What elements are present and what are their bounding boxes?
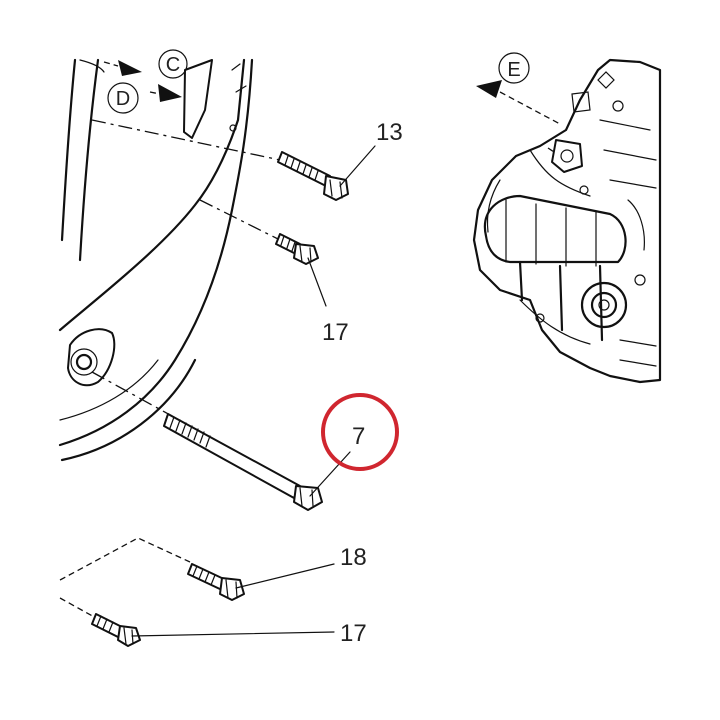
leader-line-17-lower [131,631,335,637]
bolt-17-upper [275,233,319,265]
axis-line-13 [91,119,281,161]
callout-label-18: 18 [340,544,367,571]
leader-line-13 [339,145,376,187]
bolt-13 [277,151,349,201]
reference-arrow-d: D [107,82,182,114]
ref-letter-e: E [507,59,520,81]
callout-label-7: 7 [352,423,365,450]
reference-arrow-c: C [103,49,188,79]
callout-label-17-upper: 17 [322,319,349,346]
leader-line-7 [309,451,351,497]
axis-line-17-upper [199,199,281,241]
ref-letter-d: D [116,88,130,110]
callout-label-13: 13 [376,119,403,146]
bolt-7 [163,413,323,511]
highlight-circle [321,393,399,471]
axis-line-lower-2 [59,597,97,619]
leader-line-18 [235,563,335,589]
frame-bracket [58,58,254,462]
callout-label-17-lower: 17 [340,620,367,647]
bolt-17-lower [91,613,141,647]
leader-line-17-upper [307,257,327,307]
engine-assembly [472,58,662,384]
axis-line-7 [91,371,173,417]
reference-arrow-e: E [476,52,561,125]
ref-letter-c: C [166,54,180,76]
bolt-18 [187,563,245,601]
axis-line-lower [59,537,191,581]
